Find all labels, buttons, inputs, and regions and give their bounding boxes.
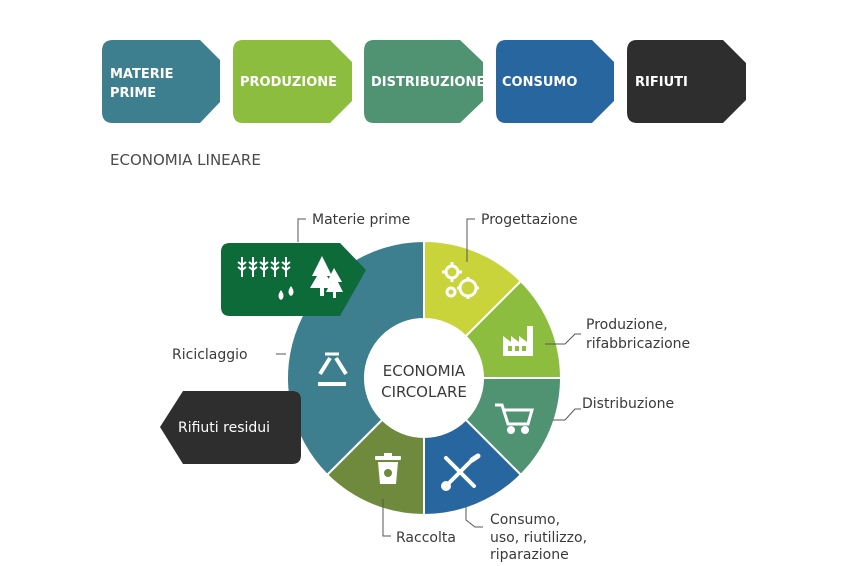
gears-icon (442, 262, 479, 299)
linear-step-distribuzione: DISTRIBUZIONE (364, 40, 485, 123)
label-produzione-line2: rifabbricazione (586, 336, 690, 352)
label-materie-prime: Materie prime (312, 212, 410, 228)
center-label-line2: CIRCOLARE (381, 383, 467, 401)
label-distribuzione: Distribuzione (582, 396, 674, 412)
linear-steps: MATERIE PRIME PRODUZIONE DISTRIBUZIONE C… (102, 40, 746, 123)
rifiuti-residui-label: Rifiuti residui (178, 420, 270, 436)
step-label-line1: MATERIE (110, 67, 173, 82)
recycle-icon (318, 352, 348, 386)
linear-title: ECONOMIA LINEARE (110, 151, 261, 169)
tree-icon (310, 256, 343, 298)
bin-icon (375, 453, 401, 484)
wheat-icon (237, 257, 291, 277)
step-label: PRODUZIONE (240, 75, 337, 90)
linear-step-rifiuti: RIFIUTI (627, 40, 746, 123)
cart-icon (495, 403, 534, 434)
water-drop-icon (278, 286, 294, 300)
label-consumo-line1: Consumo, (490, 512, 560, 528)
label-produzione-line1: Produzione, (586, 317, 668, 333)
label-consumo-line3: riparazione (490, 547, 569, 563)
materie-prime-box (221, 243, 366, 316)
label-raccolta: Raccolta (396, 530, 456, 546)
step-label: CONSUMO (502, 75, 577, 90)
step-label: RIFIUTI (635, 75, 688, 90)
label-riciclaggio: Riciclaggio (172, 347, 248, 363)
label-progettazione: Progettazione (481, 212, 578, 228)
step-label: DISTRIBUZIONE (371, 75, 485, 90)
donut-center (365, 319, 483, 437)
tools-icon (441, 453, 481, 491)
rifiuti-residui-box: Rifiuti residui (160, 391, 301, 464)
linear-step-materie-prime: MATERIE PRIME (102, 40, 220, 123)
leader-lines (276, 218, 581, 537)
center-label-line1: ECONOMIA (383, 362, 466, 380)
linear-step-consumo: CONSUMO (496, 40, 614, 123)
step-label-line2: PRIME (110, 86, 156, 101)
linear-step-produzione: PRODUZIONE (233, 40, 352, 123)
label-consumo-line2: uso, riutilizzo, (490, 530, 587, 546)
factory-icon (503, 326, 533, 356)
